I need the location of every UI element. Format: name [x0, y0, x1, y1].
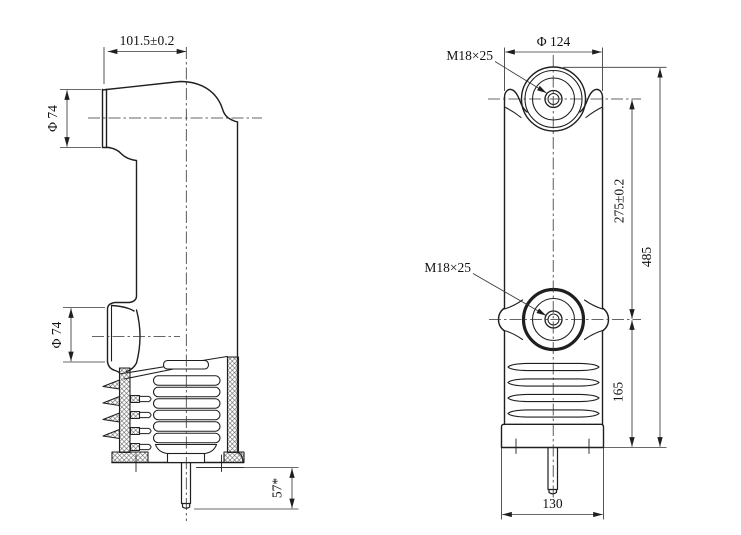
ext-lines-base-width — [501, 448, 604, 520]
bellows-rib — [152, 421, 221, 432]
insulator-column-section — [118, 367, 131, 454]
label-top-thread: M18×25 — [446, 48, 493, 63]
right-view-dimensions — [472, 47, 667, 520]
left-view: 101.5±0.2 Φ 74 Φ 74 57* — [45, 33, 299, 521]
bellows-rib — [152, 375, 221, 386]
lower-boss-to-skirt — [106, 361, 121, 374]
right-view-centerlines — [488, 55, 641, 500]
dim-text-total-height: 485 — [639, 247, 654, 268]
leader-mid-thread — [472, 273, 547, 316]
bellows-rib — [152, 432, 221, 444]
left-body-left-edge — [106, 146, 138, 363]
shed-root — [129, 442, 141, 452]
shed-bar — [139, 395, 152, 403]
dim-text-upper-dia: Φ 74 — [45, 105, 60, 132]
front-shed — [507, 362, 600, 372]
dim-text-stem-length: 57* — [270, 478, 285, 499]
mid-circle-fillets — [503, 299, 604, 341]
shed-bar — [139, 411, 152, 419]
right-hole-ticks — [515, 438, 590, 454]
left-stem — [180, 461, 192, 509]
ext-lines-lower-dia — [63, 307, 105, 363]
front-shed — [507, 378, 600, 387]
left-view-dimensions — [60, 47, 299, 510]
shed-bar — [139, 427, 152, 435]
right-body-right-edge — [601, 96, 610, 426]
left-view-hatched-parts — [102, 356, 245, 464]
dim-text-base-width: 130 — [542, 496, 563, 511]
shed-fin — [102, 412, 121, 423]
ext-lines-upper-dia — [60, 89, 101, 148]
bellows-rib — [152, 398, 221, 409]
left-view-dim-texts: 101.5±0.2 Φ 74 Φ 74 57* — [45, 33, 285, 498]
base-flange — [500, 423, 605, 449]
shed-fin — [102, 395, 121, 407]
left-shoulder — [503, 88, 528, 113]
dim-text-lower-dia: Φ 74 — [49, 321, 64, 348]
right-wall-section — [226, 356, 240, 454]
bellows-rib — [152, 386, 221, 398]
left-view-shed-bars — [139, 395, 152, 451]
shed-fin — [102, 379, 121, 390]
dim-text-top-dia: Φ 124 — [537, 34, 571, 49]
top-circle-fillets — [503, 106, 604, 119]
ext-lines-total-height — [563, 66, 667, 448]
left-body-top-profile — [101, 80, 239, 123]
front-shed — [507, 409, 600, 418]
front-shed — [507, 393, 600, 403]
shed-root — [129, 410, 141, 420]
ext-lines-stem-length — [194, 467, 299, 510]
right-view: Φ 124 M18×25 M18×25 275±0.2 165 485 130 — [424, 34, 667, 520]
lower-boss-arc — [110, 304, 141, 373]
dim-text-terminal-spacing: 275±0.2 — [612, 179, 627, 224]
label-mid-thread: M18×25 — [424, 260, 471, 275]
upper-boss-face — [101, 88, 110, 149]
dim-text-top-width: 101.5±0.2 — [120, 33, 175, 48]
bellows-stack — [152, 359, 221, 464]
dim-text-lower-height: 165 — [611, 382, 626, 403]
front-sheds — [507, 362, 600, 418]
right-wall-foot — [223, 451, 245, 464]
right-view-dim-texts: Φ 124 M18×25 M18×25 275±0.2 165 485 130 — [424, 34, 654, 511]
right-body-left-edge — [497, 96, 506, 426]
shed-root — [129, 426, 141, 436]
leader-top-thread — [494, 61, 547, 94]
left-view-centerlines — [88, 47, 262, 521]
right-shoulder — [579, 88, 604, 113]
shed-bar — [139, 443, 152, 451]
shed-fin — [102, 428, 121, 440]
right-stem — [547, 446, 559, 495]
insulator-column-foot — [111, 451, 149, 464]
ext-lines-top-dia — [504, 47, 603, 91]
bellows-rib — [152, 409, 221, 421]
shed-root — [129, 394, 141, 404]
